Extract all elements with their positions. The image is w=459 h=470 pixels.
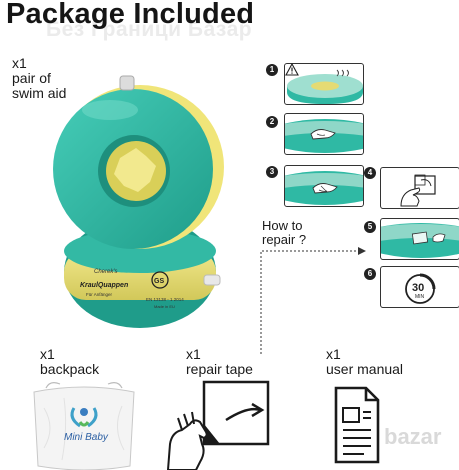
document-icon (334, 386, 380, 464)
repair-tape-label: repair tape (186, 361, 253, 377)
swim-aid-gs-mark: GS (154, 278, 164, 285)
backpack-label: backpack (40, 361, 100, 377)
backpack-qty: x1 (40, 346, 55, 362)
repair-step-1 (284, 63, 364, 105)
repair-step-6: 30 MIN (380, 266, 459, 308)
repair-step-2 (284, 113, 364, 155)
swim-aid-label-sub: Für Anfänger (86, 292, 113, 297)
mini-baby-logo: Mini Baby (64, 407, 109, 443)
repair-tape-illustration (166, 380, 270, 470)
repair-step-4-number: 4 (364, 167, 376, 179)
swim-aid-line1: pair of (12, 70, 51, 86)
repair-step-5 (380, 218, 459, 260)
how-to-line1: How to (262, 218, 303, 233)
repair-step-3-number: 3 (266, 166, 278, 178)
swim-aid-label-made: Made in EU (154, 304, 175, 309)
timer-unit: MIN (415, 294, 425, 300)
how-to-repair-text: How to repair ? (262, 219, 306, 247)
backpack-caption: x1 backpack (40, 347, 99, 377)
swim-aid-illustration: Cherek's KraulQuappen Für Anfänger GS EN… (53, 75, 224, 328)
peel-arrow (225, 407, 261, 422)
swim-aid-qty: x1 (12, 55, 27, 71)
warning-icon (285, 63, 299, 76)
repair-step-5-art (381, 223, 459, 258)
swim-aid-line2: swim aid (12, 85, 67, 101)
repair-step-5-number: 5 (364, 221, 376, 233)
watermark-bottom: bazar (384, 424, 442, 449)
repair-tape-caption: x1 repair tape (186, 347, 253, 377)
user-manual-caption: x1 user manual (326, 347, 403, 377)
swim-aid-caption: x1 pair of swim aid (12, 56, 66, 101)
user-manual-qty: x1 (326, 346, 341, 362)
repair-step-2-number: 2 (266, 116, 278, 128)
tape-icon (414, 174, 426, 186)
timer-value: 30 (412, 282, 424, 294)
repair-step-3-art (285, 171, 363, 205)
hand-icon (166, 411, 208, 470)
backpack-illustration: Mini Baby (33, 382, 135, 470)
repair-tape-qty: x1 (186, 346, 201, 362)
repair-step-3 (284, 165, 364, 207)
repair-step-6-number: 6 (364, 268, 376, 280)
page-title: Package Included (6, 0, 255, 30)
repair-step-2-art (285, 119, 363, 153)
user-manual-label: user manual (326, 361, 404, 377)
watermark-text: Без Граници Базар (46, 18, 253, 41)
repair-step-1-art (287, 69, 363, 104)
how-to-line2: repair ? (262, 232, 307, 247)
swim-aid-label-line1: Cherek's (94, 269, 118, 275)
swim-aid-label-std: EN 13138 - 1 2014 (146, 297, 184, 302)
backpack-brand: Mini Baby (64, 432, 109, 443)
timer-icon: 30 MIN (405, 273, 436, 304)
swim-aid-label-brand: KraulQuappen (80, 282, 128, 289)
repair-guide-connector (260, 247, 366, 354)
repair-step-1-number: 1 (266, 64, 278, 76)
